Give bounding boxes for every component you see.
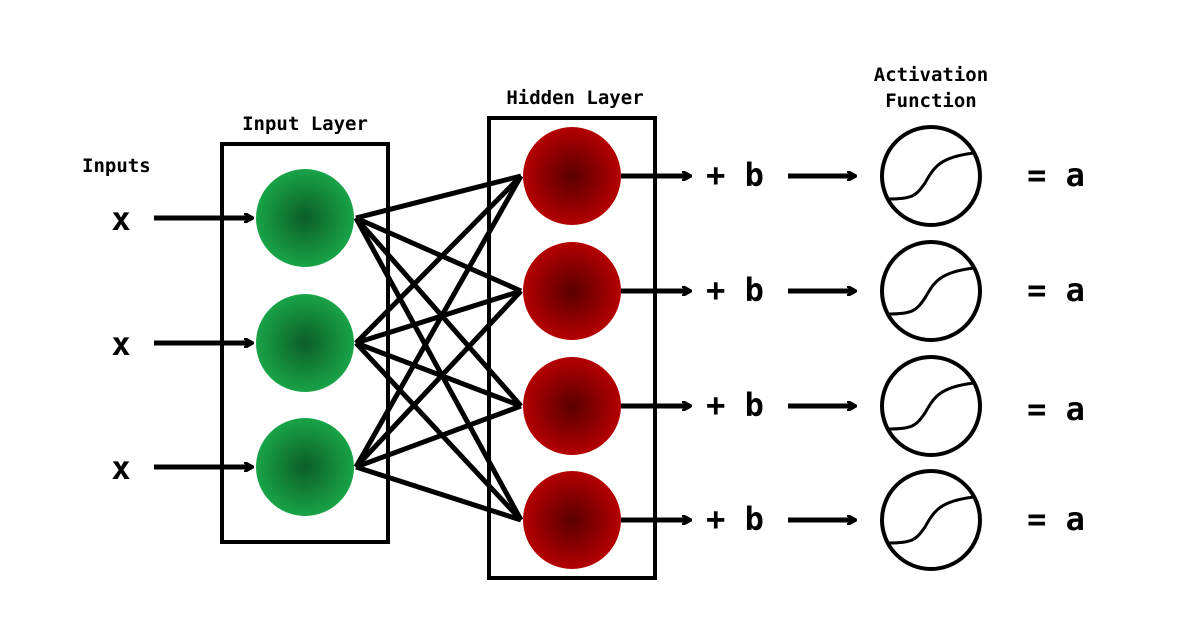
hidden-node	[523, 357, 621, 455]
connection-line	[355, 173, 522, 221]
activation-heading-line1: Activation	[874, 64, 988, 86]
sigmoid-curve-icon	[880, 240, 982, 342]
input-node	[256, 169, 354, 267]
connection-line	[354, 215, 523, 294]
hidden-row: + b = a	[523, 240, 1085, 342]
sigmoid-curve-icon	[880, 469, 982, 571]
input-row: x	[111, 418, 354, 516]
connection-line	[354, 289, 523, 469]
activation-output: = a	[1027, 271, 1085, 309]
activation-output: = a	[1027, 156, 1085, 194]
hidden-layer-box	[487, 116, 657, 580]
inputs-heading: Inputs	[82, 155, 151, 177]
hidden-row: + b = a	[523, 355, 1085, 457]
bias-term: + b	[706, 386, 764, 424]
input-row: x	[111, 169, 354, 267]
sigmoid-curve-icon	[880, 355, 982, 457]
hidden-layer-heading: Hidden Layer	[506, 87, 643, 109]
input-layer-heading: Input Layer	[242, 113, 368, 135]
connection-line	[353, 174, 524, 469]
hidden-row: + b = a	[523, 125, 1085, 227]
activation-heading-line2: Function	[885, 90, 977, 112]
connection-line	[354, 174, 523, 345]
hidden-node	[523, 242, 621, 340]
sigmoid-curve-icon	[880, 125, 982, 227]
bias-term: + b	[706, 271, 764, 309]
hidden-node	[523, 471, 621, 569]
hidden-node	[523, 127, 621, 225]
input-symbol: x	[111, 200, 130, 238]
connection-line	[353, 216, 524, 522]
connection-line	[354, 341, 523, 522]
activation-output: = a	[1027, 500, 1085, 538]
bias-term: + b	[706, 500, 764, 538]
connection-line	[355, 464, 522, 523]
input-row: x	[111, 294, 354, 392]
connection-line	[354, 216, 523, 408]
connection-line	[355, 340, 522, 409]
hidden-row: + b = a	[523, 469, 1085, 571]
activation-output: = a	[1027, 390, 1085, 428]
input-node	[256, 294, 354, 392]
connection-lines	[353, 173, 524, 523]
connection-line	[355, 403, 522, 470]
bias-term: + b	[706, 156, 764, 194]
input-symbol: x	[111, 449, 130, 487]
input-symbol: x	[111, 325, 130, 363]
input-node	[256, 418, 354, 516]
